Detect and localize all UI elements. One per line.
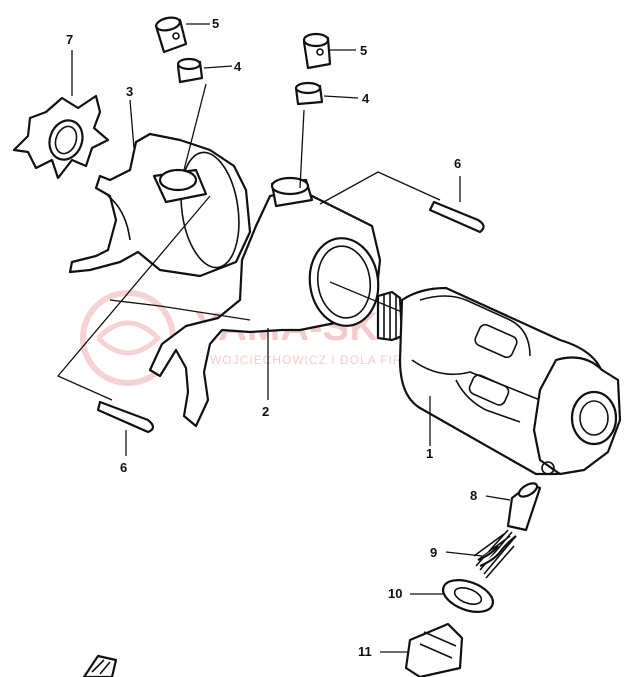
callout-4-right: 4 bbox=[362, 91, 370, 106]
callout-10: 10 bbox=[388, 586, 402, 601]
leader-lines bbox=[71, 23, 511, 653]
callout-8: 8 bbox=[470, 488, 477, 503]
part-9-spring bbox=[473, 529, 517, 579]
callouts: 5 4 5 4 6 6 7 3 2 1 8 9 10 11 bbox=[66, 16, 477, 659]
callout-9: 9 bbox=[430, 545, 437, 560]
part-2-shift-fork bbox=[148, 176, 382, 428]
part-8-plunger bbox=[506, 482, 542, 532]
part-4-roller-right bbox=[294, 81, 324, 106]
callout-6-left: 6 bbox=[120, 460, 127, 475]
callout-11: 11 bbox=[358, 644, 372, 659]
watermark-subtitle: WOJCIECHOWICZ I DOLA FIRMA bbox=[210, 353, 423, 367]
front-arrow-mark bbox=[82, 654, 118, 677]
part-4-roller-left bbox=[176, 57, 204, 84]
part-7-star-wheel bbox=[12, 94, 110, 180]
callout-3: 3 bbox=[126, 84, 133, 99]
callout-2: 2 bbox=[262, 404, 269, 419]
callout-7: 7 bbox=[66, 32, 73, 47]
part-6-cotter-pin-right bbox=[428, 200, 485, 234]
callout-1: 1 bbox=[426, 446, 433, 461]
callout-5-right: 5 bbox=[360, 43, 367, 58]
part-5-pin-left bbox=[154, 16, 188, 54]
callout-5-left: 5 bbox=[212, 16, 219, 31]
part-6-cotter-pin-left bbox=[96, 400, 155, 434]
assembly-lines bbox=[56, 83, 441, 401]
watermark-logo-mark bbox=[96, 320, 162, 356]
part-3-shift-fork bbox=[68, 132, 252, 278]
part-11-plug-bolt bbox=[404, 622, 464, 677]
part-10-washer bbox=[442, 579, 494, 613]
callout-4-left: 4 bbox=[234, 59, 242, 74]
part-5-pin-right bbox=[302, 32, 332, 70]
part-1-shift-drum bbox=[376, 286, 622, 476]
callout-6-right: 6 bbox=[454, 156, 461, 171]
